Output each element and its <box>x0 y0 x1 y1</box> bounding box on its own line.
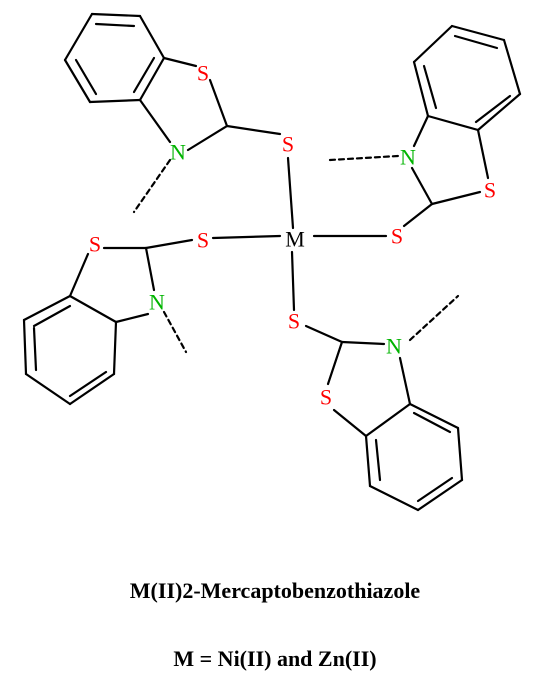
nitrogen-atom-label: N <box>149 290 165 315</box>
sulfur-ring-label: S <box>320 385 332 410</box>
compound-title: M(II)2-Mercaptobenzothiazole <box>129 578 421 603</box>
sulfur-atom-label: S <box>197 228 209 253</box>
bond-m-s-top <box>286 156 295 230</box>
molecular-structure: M S S S S S S S S N N N N <box>22 12 522 512</box>
sulfur-ring-label: S <box>89 232 101 257</box>
nitrogen-atom-label: N <box>400 145 416 170</box>
sulfur-atom-label: S <box>282 132 294 157</box>
nitrogen-atom-label: N <box>386 334 402 359</box>
sulfur-ring-label: S <box>484 178 496 203</box>
sulfur-ring-label: S <box>197 61 209 86</box>
bond-m-s-bottom <box>290 250 296 312</box>
sulfur-atom-label: S <box>288 309 300 334</box>
nitrogen-atom-label: N <box>170 140 186 165</box>
ligand-top-right <box>328 24 522 228</box>
metal-atom-label: M <box>285 227 305 252</box>
metal-definition: M = Ni(II) and Zn(II) <box>173 646 377 671</box>
ligand-bottom <box>304 294 464 512</box>
ligand-left <box>22 238 194 406</box>
bond-m-s-left <box>211 234 282 240</box>
ligand-top-left <box>63 12 282 214</box>
sulfur-atom-label: S <box>391 224 403 249</box>
